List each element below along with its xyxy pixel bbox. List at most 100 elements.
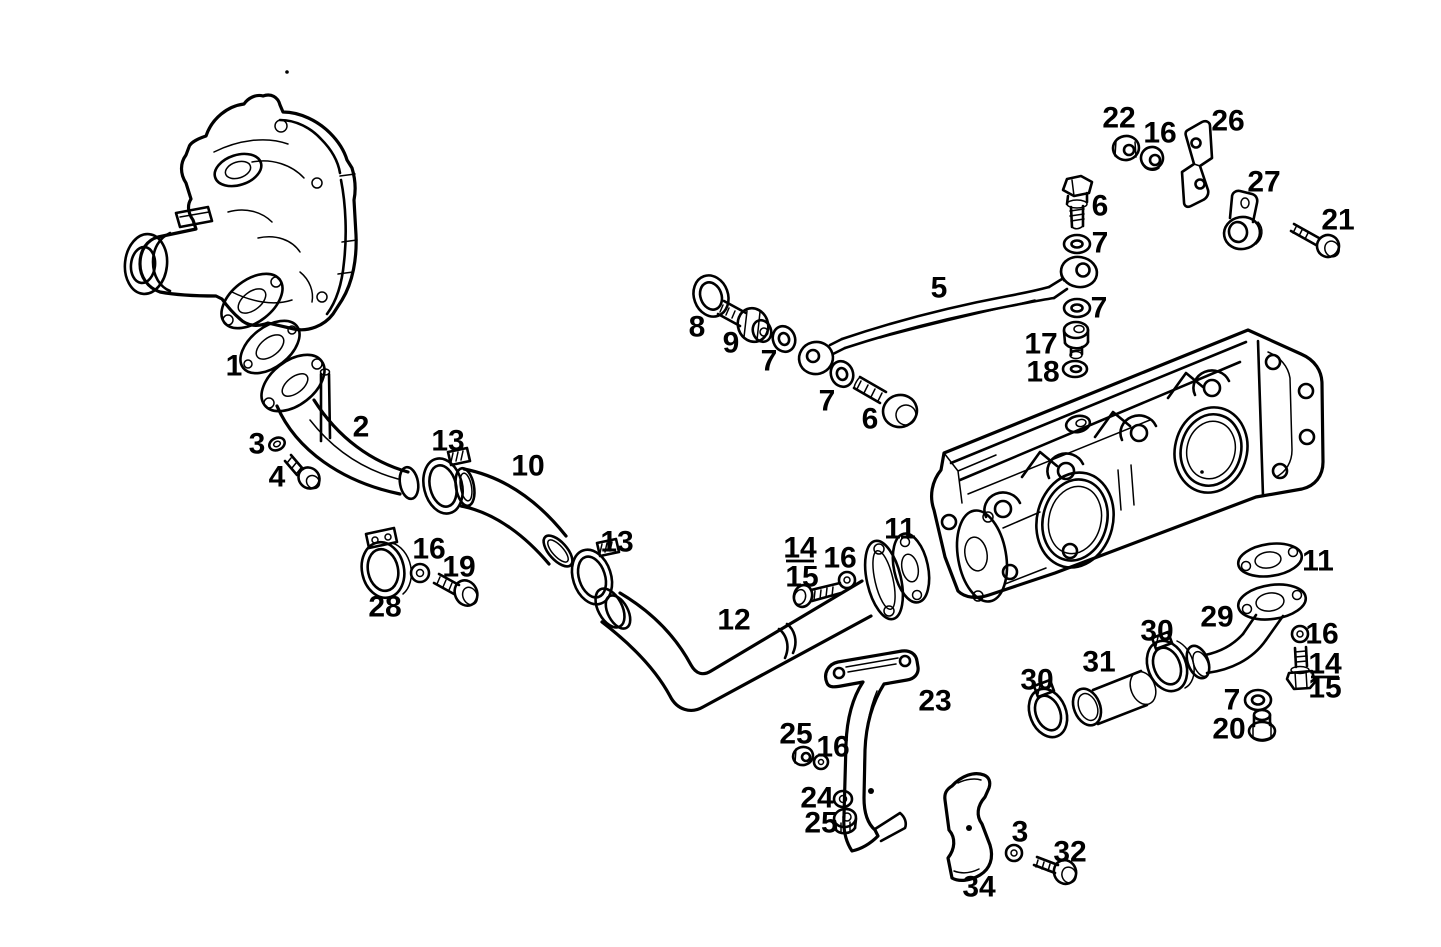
washer-outline [812,753,830,771]
callout-7[interactable]: 7 [761,345,778,378]
callout-16[interactable]: 16 [823,542,856,575]
callout-16[interactable]: 16 [1305,618,1338,651]
manifold-gusset [1166,371,1205,400]
callout-3[interactable]: 3 [249,428,266,461]
callout-11[interactable]: 11 [884,513,916,546]
bolt-head-face [1061,866,1077,884]
callout-1[interactable]: 1 [226,350,243,383]
bolt-threads [286,457,302,474]
bolt-19 [432,572,479,607]
callout-8[interactable]: 8 [689,311,706,344]
callout-21[interactable]: 21 [1321,204,1354,237]
pipe12-end-lip [604,594,632,630]
callout-30[interactable]: 30 [1020,664,1053,697]
washer-hole [272,440,282,448]
washer-24 [832,789,854,809]
callout-6[interactable]: 6 [1092,190,1109,223]
callout-32[interactable]: 32 [1053,836,1086,869]
clamp-screw-housing [446,446,472,467]
callout-28[interactable]: 28 [368,591,401,624]
callout-9[interactable]: 9 [723,327,740,360]
clamp-screw-slots [450,450,464,463]
gasket-hole [243,359,253,369]
gasket-hole [1240,560,1252,572]
pump-contour [213,139,289,153]
callout-16[interactable]: 16 [816,731,849,764]
bolt-tip [1071,225,1084,230]
callout-16[interactable]: 16 [412,533,445,566]
manifold-port-boss [955,509,1009,603]
callout-7[interactable]: 7 [1091,292,1108,325]
callout-25[interactable]: 25 [804,807,837,840]
pipe5-highlight [879,299,1036,339]
callout-14[interactable]: 14 [1308,648,1342,681]
callout-7[interactable]: 7 [1092,227,1109,260]
callout-7[interactable]: 7 [819,385,836,418]
callout-20[interactable]: 20 [1212,713,1245,746]
callout-5[interactable]: 5 [931,272,948,305]
callout-29[interactable]: 29 [1200,601,1233,634]
manifold-port-opening [964,536,988,572]
callout-6[interactable]: 6 [862,403,879,436]
hose-clamp-30-right [1145,630,1195,693]
washer-16e [812,753,830,771]
pipe5-neck [1047,277,1069,300]
callout-30[interactable]: 30 [1140,615,1173,648]
washer-outline [1004,843,1024,863]
callout-25[interactable]: 25 [779,718,812,751]
nut-skirt [833,817,858,832]
pipe2-tube-bottom [275,404,402,496]
elbow-tube-bottom [1205,638,1268,675]
pipe12-flange [863,539,905,621]
callout-7[interactable]: 7 [1224,684,1241,717]
hose-end-bore [1077,692,1099,722]
callout-24[interactable]: 24 [800,782,834,815]
callout-15[interactable]: 15 [785,561,818,594]
callout-4[interactable]: 4 [269,461,286,494]
callout-27[interactable]: 27 [1247,166,1280,199]
callout-22[interactable]: 22 [1102,102,1135,135]
washer-hole [1069,364,1083,374]
pump-cover-edge [278,118,342,175]
speck [285,70,289,74]
callout-11[interactable]: 11 [1302,545,1334,578]
callout-14[interactable]: 14 [783,532,817,565]
bolt-32 [1032,855,1078,886]
callout-23[interactable]: 23 [918,685,951,718]
callout-18[interactable]: 18 [1026,356,1059,389]
pump-hub-face-inner [129,245,157,285]
callout-19[interactable]: 19 [442,551,475,584]
callout-10[interactable]: 10 [511,450,544,483]
callout-13[interactable]: 13 [600,526,633,559]
bolt-14-15-middle [792,581,843,609]
clamp-bracket-tab [364,526,399,550]
callout-12[interactable]: 12 [717,604,750,637]
callout-13[interactable]: 13 [431,425,464,458]
washer-hole [777,331,791,347]
washer-outline [837,570,857,590]
pump-contour [251,160,305,179]
callout-16[interactable]: 16 [1143,117,1176,150]
callout-17[interactable]: 17 [1024,328,1057,361]
pump-contour [299,271,314,303]
pipe2-open-end [398,465,420,501]
pipe12-flange-face [872,549,896,611]
bolt-head-hex [1285,669,1317,691]
callout-2[interactable]: 2 [353,411,370,444]
callout-3[interactable]: 3 [1012,816,1029,849]
callout-34[interactable]: 34 [962,871,996,904]
nut-skirt-base [834,826,857,835]
callout-26[interactable]: 26 [1211,105,1244,138]
fitting-body [1062,328,1090,345]
callout-15[interactable]: 15 [1308,672,1341,705]
shield-hole [966,825,972,831]
bracket-outline [1180,119,1214,209]
bracket-edge-line [863,690,878,771]
pump-snout-step [151,231,172,293]
pump-outlet-opening [237,288,267,314]
elbow-flange [1236,583,1308,621]
fitting-bore [1073,324,1085,334]
callout-31[interactable]: 31 [1082,646,1115,679]
nut-facets [1114,140,1137,158]
seal-bore [698,281,724,311]
